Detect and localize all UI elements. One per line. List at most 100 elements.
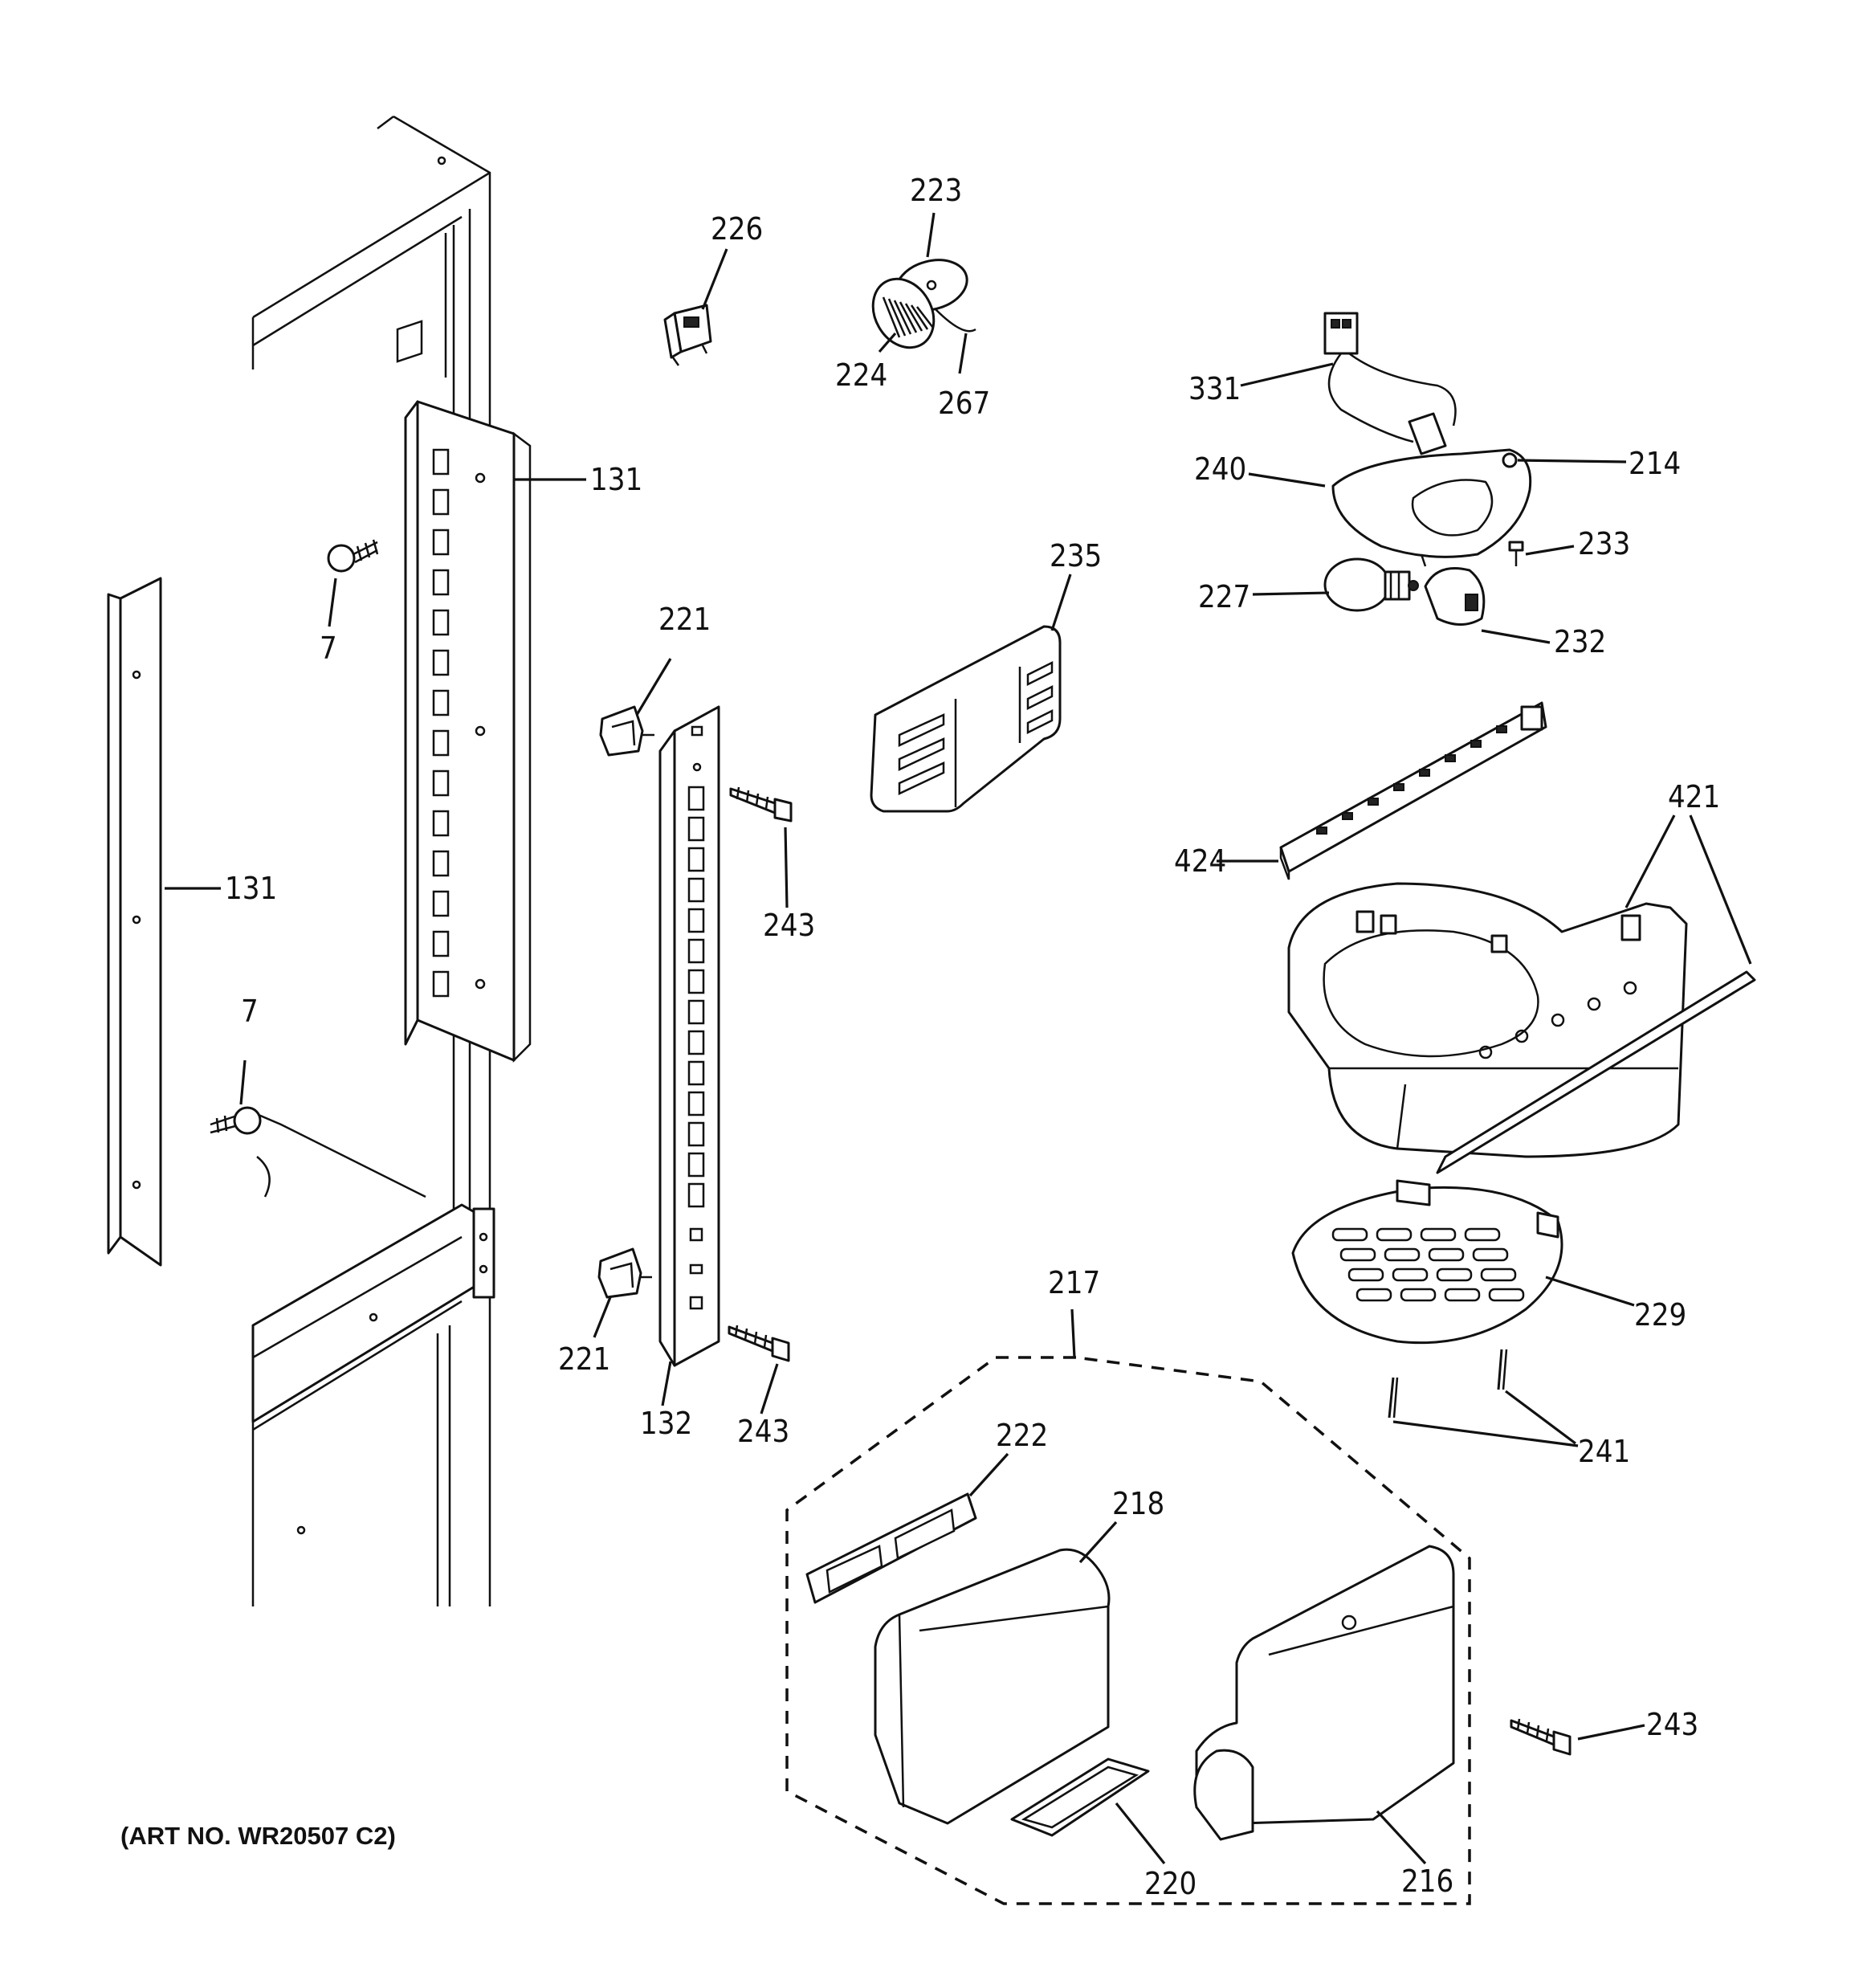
vent-slat [898, 713, 945, 747]
vent-slat [898, 761, 945, 795]
callout-235: 235 [1050, 538, 1102, 574]
screw-243-middle [728, 1325, 790, 1362]
callout-240: 240 [1194, 451, 1246, 487]
callout-232: 232 [1554, 624, 1606, 659]
rail-slot [687, 1182, 705, 1208]
callout-233: 233 [1578, 526, 1630, 561]
rail-slot [687, 1091, 705, 1116]
callout-221-lower: 221 [558, 1341, 610, 1377]
rail-slot [687, 786, 705, 811]
art-number: (ART NO. WR20507 C2) [120, 1822, 396, 1850]
rail-slot [687, 908, 705, 933]
callout-217: 217 [1048, 1265, 1100, 1300]
rail-slot [687, 1121, 705, 1147]
switch-226 [663, 304, 712, 366]
clip-221-upper [599, 705, 654, 757]
rail-slot [687, 1152, 705, 1178]
callout-227: 227 [1198, 579, 1250, 614]
rail-slot [432, 569, 450, 596]
board-component [1316, 827, 1327, 835]
vent-slat [898, 737, 945, 771]
rail-slot [432, 609, 450, 636]
callout-218: 218 [1112, 1486, 1164, 1521]
callout-131-upper: 131 [590, 462, 642, 497]
board-component [1470, 740, 1482, 748]
callout-131-lower: 131 [225, 871, 277, 906]
callout-221-upper: 221 [658, 602, 711, 637]
callout-222: 222 [996, 1418, 1048, 1453]
cover-slot [1347, 1268, 1384, 1282]
cover-slot [1444, 1288, 1481, 1302]
rail-slot [432, 689, 450, 716]
screw-243-right [1510, 1718, 1572, 1756]
rail-slot [687, 938, 705, 964]
callout-243-upper: 243 [763, 908, 815, 943]
screw-241-left [1388, 1377, 1399, 1419]
cover-slot [1436, 1268, 1473, 1282]
keyhole [1478, 1045, 1493, 1059]
cover-slot [1331, 1227, 1368, 1242]
rail-slot [432, 529, 450, 556]
callout-241: 241 [1578, 1434, 1630, 1469]
board-component [1393, 783, 1404, 791]
rail-slot [432, 769, 450, 797]
vent-slat [1026, 660, 1054, 687]
grille-line [882, 296, 901, 338]
wire-harness-331 [1323, 312, 1457, 455]
cover-slot [1420, 1227, 1457, 1242]
callout-214: 214 [1629, 446, 1681, 481]
center-shelf-rail [658, 705, 720, 1367]
kit-217-outline [785, 1356, 1471, 1905]
callout-labels: 131 131 7 7 226 223 224 267 331 240 214 … [225, 173, 1720, 1901]
grille-line [910, 304, 929, 330]
sensor-assembly [871, 259, 976, 349]
rail-slot [432, 970, 450, 998]
callout-243-right: 243 [1646, 1707, 1698, 1742]
keyhole [1623, 981, 1637, 995]
vent-slat [1026, 684, 1054, 711]
duct-218 [874, 1548, 1111, 1825]
cover-slot [1480, 1268, 1517, 1282]
callout-226: 226 [711, 211, 763, 247]
callout-220: 220 [1144, 1866, 1196, 1901]
grille-line [893, 300, 912, 335]
board-component [1368, 798, 1379, 806]
rail-slot [687, 969, 705, 994]
lens-421 [1436, 970, 1756, 1174]
screw-7-upper [327, 539, 379, 573]
upper-shelf-rail [404, 400, 532, 1063]
board-component [1419, 769, 1430, 777]
rail-slot [432, 729, 450, 757]
control-board-424 [1279, 701, 1547, 880]
cover-slot [1339, 1247, 1376, 1262]
callout-7-upper: 7 [320, 631, 337, 666]
rail-slot [687, 877, 705, 903]
rail-slot [432, 890, 450, 917]
light-housing-240 [1331, 448, 1532, 567]
callout-223: 223 [910, 173, 962, 208]
leader-lines [165, 212, 1752, 1865]
cover-slot [1472, 1247, 1509, 1262]
callout-331: 331 [1188, 371, 1241, 406]
screw-7-lower [210, 1106, 262, 1135]
gasket-220 [1010, 1757, 1150, 1837]
grille-line [916, 306, 934, 329]
cover-slot [1488, 1288, 1525, 1302]
grille-line [887, 298, 907, 337]
grille-line [904, 303, 923, 332]
cover-slot [1400, 1288, 1437, 1302]
screw-243-upper [729, 786, 793, 823]
callout-216: 216 [1401, 1863, 1453, 1899]
board-component [1496, 725, 1507, 733]
callout-7-lower: 7 [241, 994, 259, 1029]
screw-241-right [1497, 1349, 1508, 1390]
clip-221-lower [597, 1247, 652, 1299]
vent-cover-235 [870, 625, 1062, 813]
rail-slot [432, 649, 450, 676]
callout-421: 421 [1668, 779, 1720, 814]
socket-232 [1424, 567, 1486, 626]
rail-slot [432, 810, 450, 837]
rail-slot [687, 847, 705, 872]
